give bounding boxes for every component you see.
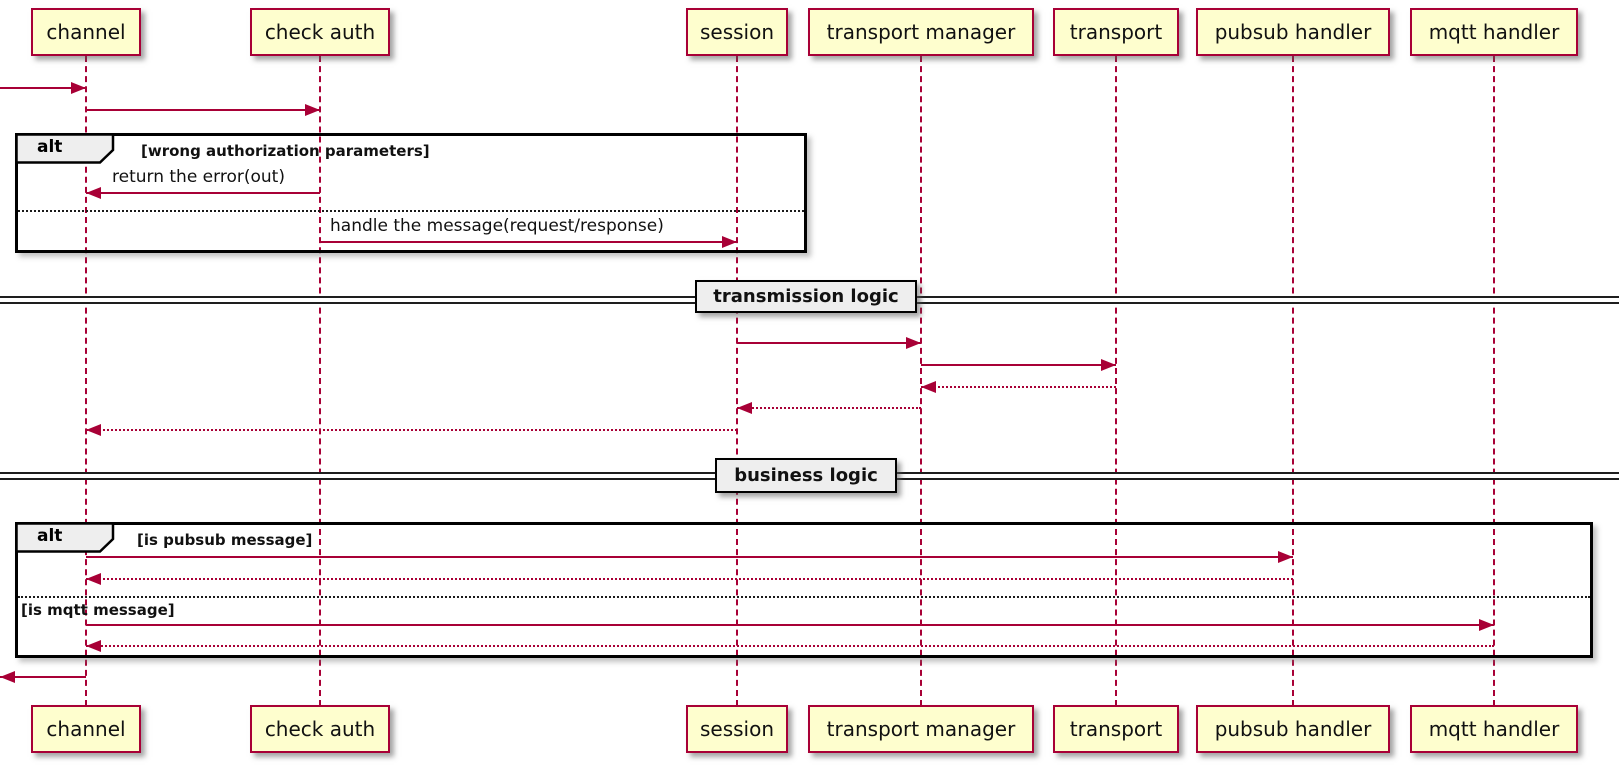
mqtt-return-to-channel-arrowhead xyxy=(86,640,101,652)
channel-to-mqtt-handler-arrowhead xyxy=(1479,619,1494,631)
alt-authorization-operator-tab: alt xyxy=(15,133,115,164)
participant-mqtt-handler-top: mqtt handler xyxy=(1410,8,1578,56)
channel-to-pubsub-handler-arrowhead xyxy=(1278,551,1293,563)
channel-to-mqtt-handler-line xyxy=(86,624,1494,626)
participant-transport-manager-bottom: transport manager xyxy=(808,705,1034,753)
incoming-message-arrowhead xyxy=(71,82,86,94)
lifeline-pubsub-handler xyxy=(1292,56,1294,706)
participant-channel-top: channel xyxy=(31,8,141,56)
pubsub-return-to-channel-line xyxy=(86,578,1293,580)
outgoing-message-arrowhead xyxy=(0,671,15,683)
participant-transport-bottom: transport xyxy=(1053,705,1179,753)
alt-message-type-operator-label: alt xyxy=(37,526,63,546)
lifeline-transport xyxy=(1115,56,1117,706)
participant-transport-top: transport xyxy=(1053,8,1179,56)
participant-check-auth-top: check auth xyxy=(250,8,390,56)
handle-the-message-arrowhead xyxy=(722,236,737,248)
handle-the-message-line xyxy=(320,241,737,243)
pubsub-return-to-channel-arrowhead xyxy=(86,573,101,585)
channel-to-check-auth-line xyxy=(86,109,320,111)
alt-authorization-operator-label: alt xyxy=(37,137,63,157)
transmission-logic-divider-label-box: transmission logic xyxy=(695,280,917,313)
handle-the-message-label: handle the message(request/response) xyxy=(330,216,664,236)
participant-pubsub-handler-bottom: pubsub handler xyxy=(1196,705,1390,753)
transport-manager-return-to-session-arrowhead xyxy=(737,402,752,414)
participant-check-auth-bottom: check auth xyxy=(250,705,390,753)
transport-return-to-transport-manager-line xyxy=(921,386,1116,388)
transport-manager-return-to-session-line xyxy=(737,407,921,409)
alt-message-type-guard-1: [is mqtt message] xyxy=(21,601,175,619)
business-logic-divider-label-box: business logic xyxy=(715,458,897,493)
return-the-error-line xyxy=(86,192,320,194)
lifeline-mqtt-handler xyxy=(1493,56,1495,706)
return-the-error-label: return the error(out) xyxy=(112,167,285,187)
alt-authorization-fragment: alt [wrong authorization parameters] xyxy=(15,133,807,253)
participant-mqtt-handler-bottom: mqtt handler xyxy=(1410,705,1578,753)
session-to-transport-manager-line xyxy=(737,342,921,344)
channel-to-pubsub-handler-line xyxy=(86,556,1293,558)
session-to-transport-manager-arrowhead xyxy=(906,337,921,349)
participant-session-top: session xyxy=(686,8,788,56)
transport-return-to-transport-manager-arrowhead xyxy=(921,381,936,393)
transport-manager-to-transport-arrowhead xyxy=(1101,359,1116,371)
participant-pubsub-handler-top: pubsub handler xyxy=(1196,8,1390,56)
participant-session-bottom: session xyxy=(686,705,788,753)
participant-channel-bottom: channel xyxy=(31,705,141,753)
lifeline-check-auth xyxy=(319,56,321,706)
mqtt-return-to-channel-line xyxy=(86,645,1494,647)
channel-to-check-auth-arrowhead xyxy=(305,104,320,116)
lifeline-channel xyxy=(85,56,87,706)
session-return-to-channel-arrowhead xyxy=(86,424,101,436)
outgoing-message-line xyxy=(0,676,86,678)
session-return-to-channel-line xyxy=(86,429,737,431)
transport-manager-to-transport-line xyxy=(921,364,1116,366)
alt-message-type-fragment: alt [is pubsub message] [is mqtt message] xyxy=(15,522,1593,658)
participant-transport-manager-top: transport manager xyxy=(808,8,1034,56)
lifeline-session xyxy=(736,56,738,706)
alt-message-type-operator-tab: alt xyxy=(15,522,115,553)
alt-message-type-guard-0: [is pubsub message] xyxy=(137,531,313,549)
return-the-error-arrowhead xyxy=(86,187,101,199)
alt-authorization-else-separator-0 xyxy=(18,210,804,212)
alt-authorization-guard-0: [wrong authorization parameters] xyxy=(141,142,430,160)
alt-message-type-else-separator-0 xyxy=(18,596,1590,598)
incoming-message-line xyxy=(0,87,86,89)
